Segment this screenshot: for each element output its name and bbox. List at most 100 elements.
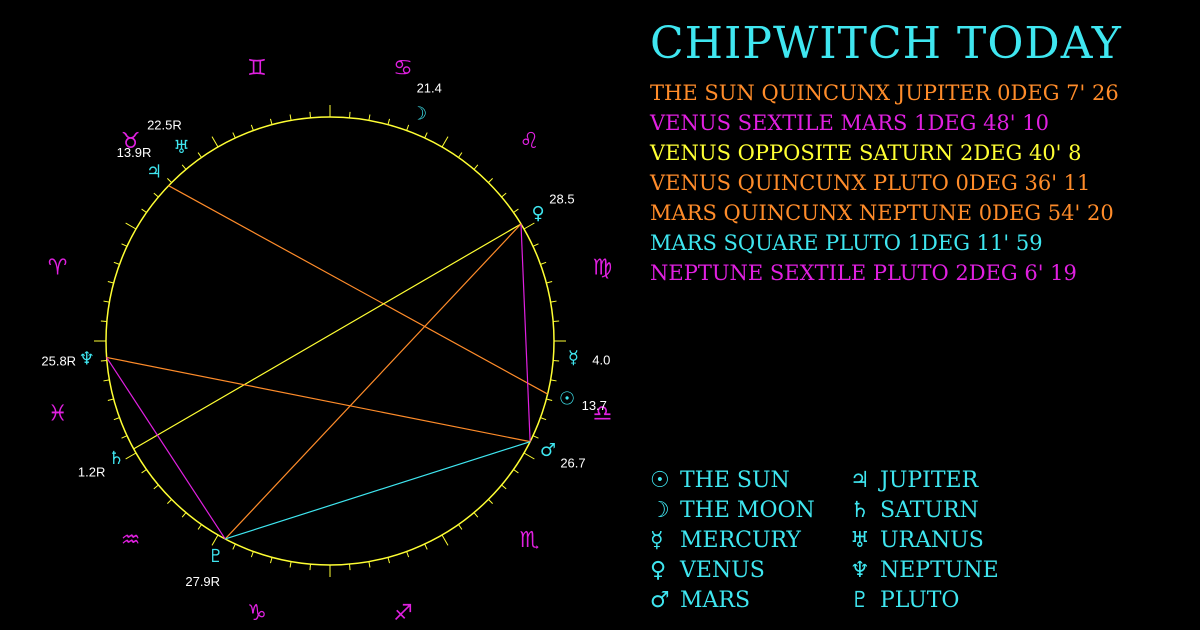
degree-tick — [424, 132, 428, 139]
degree-tick — [532, 243, 539, 247]
aspect-item: VENUS OPPOSITE SATURN 2DEG 40' 8 — [650, 141, 1082, 165]
degree-tick — [553, 320, 560, 322]
degree-tick — [458, 152, 463, 158]
neptune-degree-label: 25.8R — [41, 353, 76, 368]
degree-tick — [349, 564, 351, 571]
degree-tick — [113, 261, 120, 265]
mercury-icon: ☿ — [568, 348, 579, 369]
saturn-degree-label: 1.2R — [78, 465, 105, 480]
degree-tick — [141, 469, 147, 474]
degree-tick — [103, 300, 110, 303]
moon-icon: ☽ — [650, 498, 670, 523]
scorpio-sign-icon: ♏ — [520, 528, 540, 553]
degree-tick — [167, 178, 172, 183]
pluto-icon: ♇ — [208, 546, 224, 567]
degree-tick — [532, 435, 539, 439]
degree-tick — [546, 398, 553, 402]
degree-tick — [232, 543, 236, 550]
legend-item-uranus: ♅ URANUS — [850, 526, 999, 556]
degree-tick — [309, 564, 311, 571]
saturn-icon: ♄ — [108, 448, 124, 469]
aspect-line-venus-pluto — [224, 223, 522, 540]
jupiter-icon: ♃ — [146, 161, 162, 182]
aspect-line-mars-neptune — [106, 356, 531, 443]
mars-icon: ♂ — [540, 440, 556, 461]
jupiter-degree-label: 13.9R — [117, 145, 152, 160]
degree-ticks — [94, 105, 566, 577]
degree-tick — [107, 398, 114, 402]
degree-tick — [540, 417, 547, 421]
aspect-item: MARS QUINCUNX NEPTUNE 0DEG 54' 20 — [650, 201, 1114, 225]
aspect-line-venus-mars — [520, 223, 531, 442]
degree-tick — [513, 208, 519, 213]
degree-tick — [211, 534, 219, 546]
aspect-line-sun-jupiter — [168, 185, 548, 395]
degree-tick — [406, 124, 410, 131]
legend-item-saturn: ♄SATURN — [850, 496, 999, 526]
degree-tick — [100, 320, 107, 322]
degree-tick — [309, 111, 311, 118]
legend-label: PLUTO — [880, 588, 960, 613]
legend-item-pluto: ♇PLUTO — [850, 586, 999, 616]
aspect-item: THE SUN QUINCUNX JUPITER 0DEG 7' 26 — [650, 81, 1119, 105]
degree-tick — [181, 512, 187, 518]
sun-icon: ☉ — [650, 468, 670, 493]
aries-sign-icon: ♈ — [48, 256, 68, 281]
aspect-line-neptune-pluto — [106, 357, 226, 540]
degree-labels: 13.721.44.028.526.713.9R1.2R22.5R25.8R27… — [41, 80, 610, 589]
legend-label: VENUS — [680, 558, 765, 583]
venus-icon: ♀ — [650, 558, 667, 583]
degree-tick — [197, 524, 202, 530]
libra-sign-icon: ♎ — [593, 401, 613, 426]
cancer-sign-icon: ♋ — [393, 56, 413, 81]
pisces-sign-icon: ♓ — [48, 401, 68, 426]
venus-degree-label: 28.5 — [549, 191, 574, 206]
legend-item-neptune: ♆NEPTUNE — [850, 556, 999, 586]
degree-tick — [349, 111, 351, 118]
degree-tick — [250, 124, 254, 131]
degree-tick — [289, 114, 292, 121]
degree-tick — [523, 222, 535, 230]
degree-tick — [289, 561, 292, 568]
legend-label: URANUS — [880, 528, 984, 553]
degree-tick — [523, 452, 535, 460]
mars-degree-label: 26.7 — [560, 456, 585, 471]
leo-sign-icon: ♌ — [520, 129, 540, 154]
degree-tick — [550, 300, 557, 303]
degree-tick — [441, 534, 449, 546]
degree-tick — [406, 551, 410, 558]
degree-tick — [368, 114, 371, 121]
degree-tick — [387, 557, 391, 564]
aspect-item: NEPTUNE SEXTILE PLUTO 2DEG 6' 19 — [650, 261, 1077, 285]
sign-glyphs: ♈♉♊♋♌♍♎♏♐♑♒♓ — [48, 56, 613, 626]
aquarius-sign-icon: ♒ — [121, 528, 141, 553]
degree-tick — [488, 178, 493, 183]
degree-tick — [153, 484, 159, 490]
degree-tick — [441, 136, 449, 148]
legend-label: JUPITER — [880, 468, 979, 493]
legend-label: MARS — [680, 588, 751, 613]
uranus-icon: ♅ — [850, 528, 870, 553]
degree-tick — [553, 360, 560, 362]
uranus-icon: ♅ — [173, 137, 189, 158]
moon-degree-label: 21.4 — [417, 80, 442, 95]
degree-tick — [103, 379, 110, 382]
degree-tick — [501, 484, 507, 490]
gemini-sign-icon: ♊ — [247, 56, 267, 81]
mercury-icon: ☿ — [650, 528, 664, 553]
page-title: CHIPWITCH TODAY — [650, 18, 1122, 69]
degree-tick — [269, 118, 273, 125]
legend-label: MERCURY — [680, 528, 801, 553]
pluto-degree-label: 27.9R — [185, 574, 220, 589]
degree-tick — [232, 132, 236, 139]
venus-icon: ♀ — [531, 203, 544, 224]
legend-column-right: ♃JUPITER ♄SATURN ♅URANUS ♆NEPTUNE ♇PLUTO — [850, 466, 999, 616]
legend-item-moon: ☽THE MOON — [650, 496, 815, 526]
aspect-list: THE SUN QUINCUNX JUPITER 0DEG 7' 26 VENU… — [650, 78, 1119, 288]
degree-tick — [167, 499, 172, 504]
degree-tick — [250, 551, 254, 558]
degree-tick — [113, 417, 120, 421]
legend-label: NEPTUNE — [880, 558, 999, 583]
sun-degree-label: 13.7 — [582, 398, 607, 413]
aspect-line-mars-pluto — [225, 441, 531, 540]
